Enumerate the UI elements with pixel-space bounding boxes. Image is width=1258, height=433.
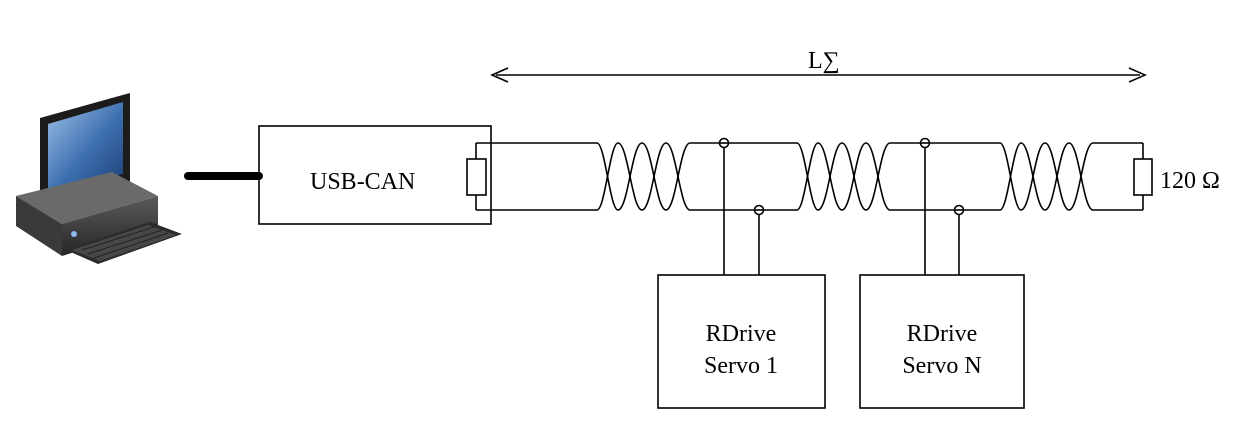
usb-can-adapter	[258, 125, 492, 225]
length-dimension-arrow	[490, 67, 1147, 83]
terminator-label: 120 Ω	[1160, 168, 1220, 194]
can-bus-cable	[475, 142, 1144, 211]
length-label: L∑	[808, 48, 840, 74]
servo-1-label-line2: Servo 1	[704, 353, 778, 379]
desktop-computer-icon	[16, 93, 182, 264]
servo-1-box	[657, 274, 826, 409]
terminator-resistor	[1133, 158, 1153, 196]
servo-1-label-line1: RDrive	[706, 321, 777, 347]
usb-can-label: USB-CAN	[310, 169, 415, 195]
servo-n-label-line1: RDrive	[907, 321, 978, 347]
servo-n-connection	[919, 137, 965, 275]
adapter-termination-resistor	[466, 158, 487, 196]
servo-1-connection	[718, 137, 765, 275]
servo-n-box	[859, 274, 1025, 409]
servo-n-label-line2: Servo N	[902, 353, 981, 379]
